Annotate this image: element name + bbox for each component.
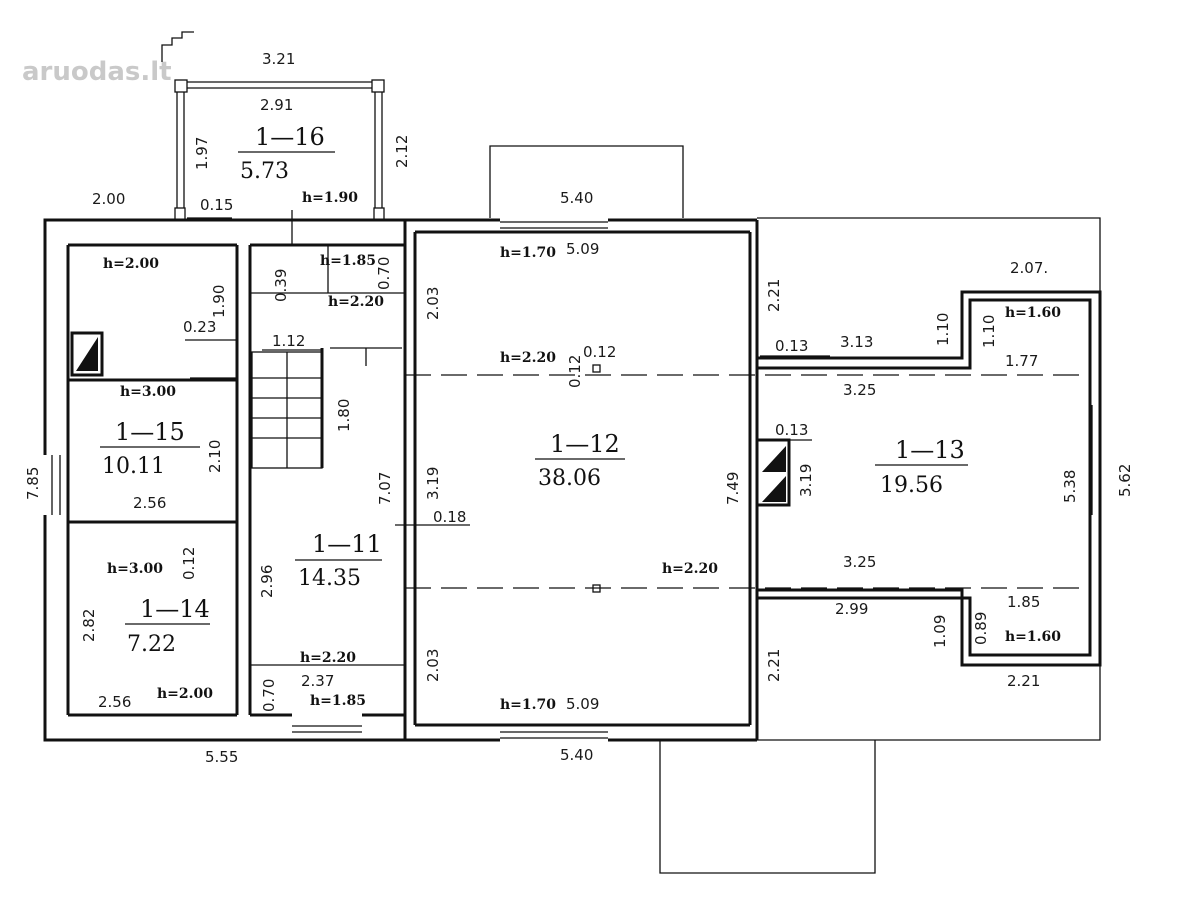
dimension-label: 1.80: [335, 399, 353, 432]
room-area: 5.73: [240, 159, 289, 184]
height-label: h=2.20: [328, 294, 384, 310]
height-labels: h=1.90 h=2.00 h=1.85 h=2.20 h=3.00 h=3.0…: [103, 190, 1061, 713]
dimension-label: 0.70: [375, 257, 393, 290]
dimension-label: 3.21: [262, 50, 295, 68]
height-label: h=2.00: [157, 686, 213, 702]
room-id: 1—12: [550, 430, 620, 458]
height-label: h=3.00: [107, 561, 163, 577]
height-label: h=2.20: [300, 650, 356, 666]
dimension-label: 3.25: [843, 553, 876, 571]
dimension-label: 7.07: [376, 472, 394, 505]
dimension-label: 1.97: [193, 137, 211, 170]
dimension-label: 2.56: [98, 693, 131, 711]
hall-walls: [405, 218, 1085, 742]
dimension-label: 2.21: [1007, 672, 1040, 690]
dimension-labels: 3.21 2.91 1.97 2.12 2.00 0.15 1.90 0.39 …: [24, 50, 1134, 766]
dimension-label: 0.12: [180, 547, 198, 580]
dimension-label: 5.40: [560, 746, 593, 764]
dimension-label: 0.12: [566, 355, 584, 388]
dimension-label: 3.13: [840, 333, 873, 351]
dimension-label: 2.37: [301, 672, 334, 690]
dimension-label: 5.09: [566, 695, 599, 713]
dimension-label: 2.03: [424, 649, 442, 682]
dimension-label: 5.09: [566, 240, 599, 258]
dimension-label: 0.15: [200, 196, 233, 214]
dimension-label: 2.56: [133, 494, 166, 512]
height-label: h=2.20: [500, 350, 556, 366]
room-id: 1—14: [140, 595, 210, 623]
room-area: 19.56: [880, 473, 943, 498]
room-1-13-label: 1—13 19.56: [875, 436, 968, 498]
dimension-label: 1.10: [934, 313, 952, 346]
top-porch: [489, 145, 684, 218]
room-id: 1—16: [255, 123, 325, 151]
bottom-porch: [659, 740, 876, 874]
height-label: h=2.00: [103, 256, 159, 272]
dimension-label: 2.12: [393, 135, 411, 168]
height-label: h=1.70: [500, 697, 556, 713]
dimension-label: 3.19: [424, 467, 442, 500]
dimension-label: 2.10: [206, 440, 224, 473]
room-1-12-label: 1—12 38.06: [535, 430, 625, 491]
dimension-label: 0.89: [972, 612, 990, 645]
dimension-label: 2.91: [260, 96, 293, 114]
height-label: h=2.20: [662, 561, 718, 577]
height-label: h=1.90: [302, 190, 358, 206]
height-label: h=1.60: [1005, 629, 1061, 645]
dimension-label: 1.09: [931, 615, 949, 648]
balcony-walls: [174, 79, 385, 221]
room-area: 14.35: [298, 566, 361, 591]
dimension-ticks: [185, 210, 830, 526]
room-id: 1—15: [115, 418, 185, 446]
dimension-label: 5.38: [1061, 470, 1079, 503]
dimension-label: 0.13: [775, 421, 808, 439]
left-wing-walls: [43, 218, 417, 742]
height-label: h=1.85: [310, 693, 366, 709]
dimension-label: 1.90: [210, 285, 228, 318]
dimension-label: 0.13: [775, 337, 808, 355]
room-1-15-label: 1—15 10.11: [100, 418, 200, 479]
dimension-label: 2.99: [835, 600, 868, 618]
dimension-label: 2.96: [258, 565, 276, 598]
dimension-label: 1.77: [1005, 352, 1038, 370]
dimension-label: 1.85: [1007, 593, 1040, 611]
dimension-label: 2.03: [424, 287, 442, 320]
dimension-label: 7.85: [24, 467, 42, 500]
dimension-label: 5.55: [205, 748, 238, 766]
dimension-label: 0.23: [183, 318, 216, 336]
watermark-house-icon: [161, 31, 194, 62]
dimension-label: 0.39: [272, 269, 290, 302]
dimension-label: 2.21: [765, 649, 783, 682]
dimension-label: 2.82: [80, 609, 98, 642]
room-id: 1—13: [895, 436, 965, 464]
dimension-label: 2.00: [92, 190, 125, 208]
room-area: 38.06: [538, 466, 601, 491]
dimension-label: 5.62: [1116, 464, 1134, 497]
height-label: h=1.60: [1005, 305, 1061, 321]
dimension-label: 0.18: [433, 508, 466, 526]
dimension-label: 3.25: [843, 381, 876, 399]
dimension-label: 3.19: [797, 464, 815, 497]
dimension-label: 2.21: [765, 279, 783, 312]
height-label: h=3.00: [120, 384, 176, 400]
room-1-14-label: 1—14 7.22: [125, 595, 210, 657]
dimension-label: 5.40: [560, 189, 593, 207]
room-id: 1—11: [312, 530, 382, 558]
room-area: 7.22: [127, 632, 176, 657]
dimension-label: 0.70: [260, 679, 278, 712]
room-1-16-label: 1—16 5.73: [238, 123, 335, 184]
watermark-logo: aruodas.lt: [22, 57, 172, 87]
room-area: 10.11: [102, 454, 165, 479]
dimension-label: 1.12: [272, 332, 305, 350]
dimension-label: 2.07.: [1010, 259, 1048, 277]
dimension-label: 1.10: [980, 315, 998, 348]
dimension-label: 7.49: [724, 472, 742, 505]
dimension-label: 0.12: [583, 343, 616, 361]
height-label: h=1.70: [500, 245, 556, 261]
room-1-11-label: 1—11 14.35: [295, 530, 382, 591]
height-label: h=1.85: [320, 253, 376, 269]
right-room-walls: [757, 290, 1102, 667]
